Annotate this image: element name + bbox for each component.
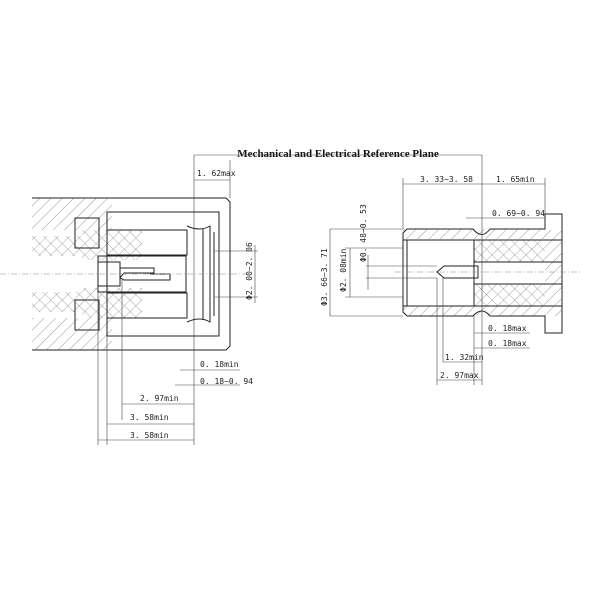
right-connector: 3. 33~3. 58 1. 65min 0. 69~0. 94 Φ3. 66~… (320, 175, 580, 385)
dim-label: Φ2. 00~2. 06 (245, 242, 254, 300)
dim-label: 1. 32min (445, 353, 484, 362)
dim-label: 0. 18max (488, 324, 527, 333)
dim-label: 0. 18max (488, 339, 527, 348)
dim-label: Φ3. 66~3. 71 (320, 248, 329, 306)
dim-label: 3. 58min (130, 413, 169, 422)
dim-label: 0. 18min (200, 360, 239, 369)
dim-label: 0. 18~0. 94 (200, 377, 253, 386)
dim-label: 0. 69~0. 94 (492, 209, 545, 218)
dim-label: 2. 97max (440, 371, 479, 380)
drawing-title: Mechanical and Electrical Reference Plan… (237, 148, 439, 160)
dim-label: 3. 58min (130, 431, 169, 440)
dim-label: 2. 97min (140, 394, 179, 403)
dim-label: 3. 33~3. 58 (420, 175, 473, 184)
dim-label: Φ2. 08min (339, 248, 348, 292)
dim-label: 1. 62max (197, 169, 236, 178)
reference-plane-lines (193, 154, 483, 445)
dim-label: 1. 65min (496, 175, 535, 184)
dim-label: Φ0. 48~0. 53 (359, 204, 368, 262)
left-connector: 1. 62max Φ2. 00~2. 06 0. 18min 0. 18~0. … (0, 160, 258, 445)
